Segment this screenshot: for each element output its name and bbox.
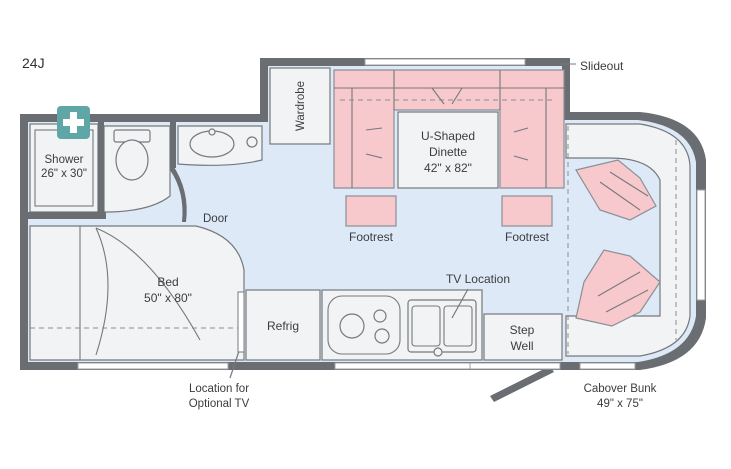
bath-partition bbox=[28, 212, 106, 219]
toilet-partition bbox=[170, 122, 176, 168]
footrest-label-left: Footrest bbox=[349, 230, 394, 244]
step-label: Step bbox=[510, 323, 535, 337]
cabover-size: 49" x 75" bbox=[597, 398, 643, 410]
tv-location-label: TV Location bbox=[446, 272, 510, 286]
cabover-label: Cabover Bunk bbox=[584, 383, 657, 395]
cab bbox=[565, 123, 691, 357]
optional-tv: Location for Optional TV bbox=[189, 291, 250, 410]
optional-tv-label-1: Location for bbox=[189, 383, 249, 395]
dinette-size: 42" x 82" bbox=[424, 161, 472, 175]
shower-label: Shower bbox=[45, 154, 84, 166]
windows bbox=[77, 58, 706, 370]
door-label: Door bbox=[203, 213, 228, 225]
slideout-label: Slideout bbox=[580, 59, 624, 73]
refrigerator: Refrig bbox=[245, 289, 321, 361]
wardrobe-label: Wardrobe bbox=[295, 81, 307, 131]
passenger-seat bbox=[575, 249, 661, 327]
well-label: Well bbox=[510, 339, 533, 353]
wardrobe: Wardrobe bbox=[269, 67, 331, 145]
dinette-label-2: Dinette bbox=[429, 145, 467, 159]
bed-size: 50" x 80" bbox=[144, 291, 192, 305]
model-name: 24J bbox=[22, 55, 45, 71]
step-well: Step Well bbox=[483, 313, 563, 361]
footrests: Footrest Footrest bbox=[345, 195, 553, 244]
u-shaped-dinette: U-Shaped Dinette 42" x 82" bbox=[333, 69, 565, 189]
footrest-label-right: Footrest bbox=[505, 230, 550, 244]
bath-door: Door bbox=[170, 164, 228, 225]
shower-partition bbox=[98, 122, 104, 218]
first-aid-icon bbox=[57, 106, 90, 139]
dinette-label-1: U-Shaped bbox=[421, 129, 475, 143]
cabover-bunk: Cabover Bunk 49" x 75" bbox=[584, 383, 657, 410]
shower-size: 26" x 30" bbox=[41, 168, 87, 180]
bath-sink bbox=[177, 125, 263, 166]
refrig-label: Refrig bbox=[267, 319, 299, 333]
bed: Bed 50" x 80" bbox=[29, 225, 245, 361]
slideout: Slideout bbox=[560, 59, 624, 73]
bed-label: Bed bbox=[157, 275, 178, 289]
galley: TV Location bbox=[321, 272, 510, 361]
bathroom bbox=[103, 125, 171, 213]
entry-door bbox=[469, 362, 561, 402]
optional-tv-label-2: Optional TV bbox=[189, 398, 250, 410]
driver-seat bbox=[575, 159, 657, 221]
